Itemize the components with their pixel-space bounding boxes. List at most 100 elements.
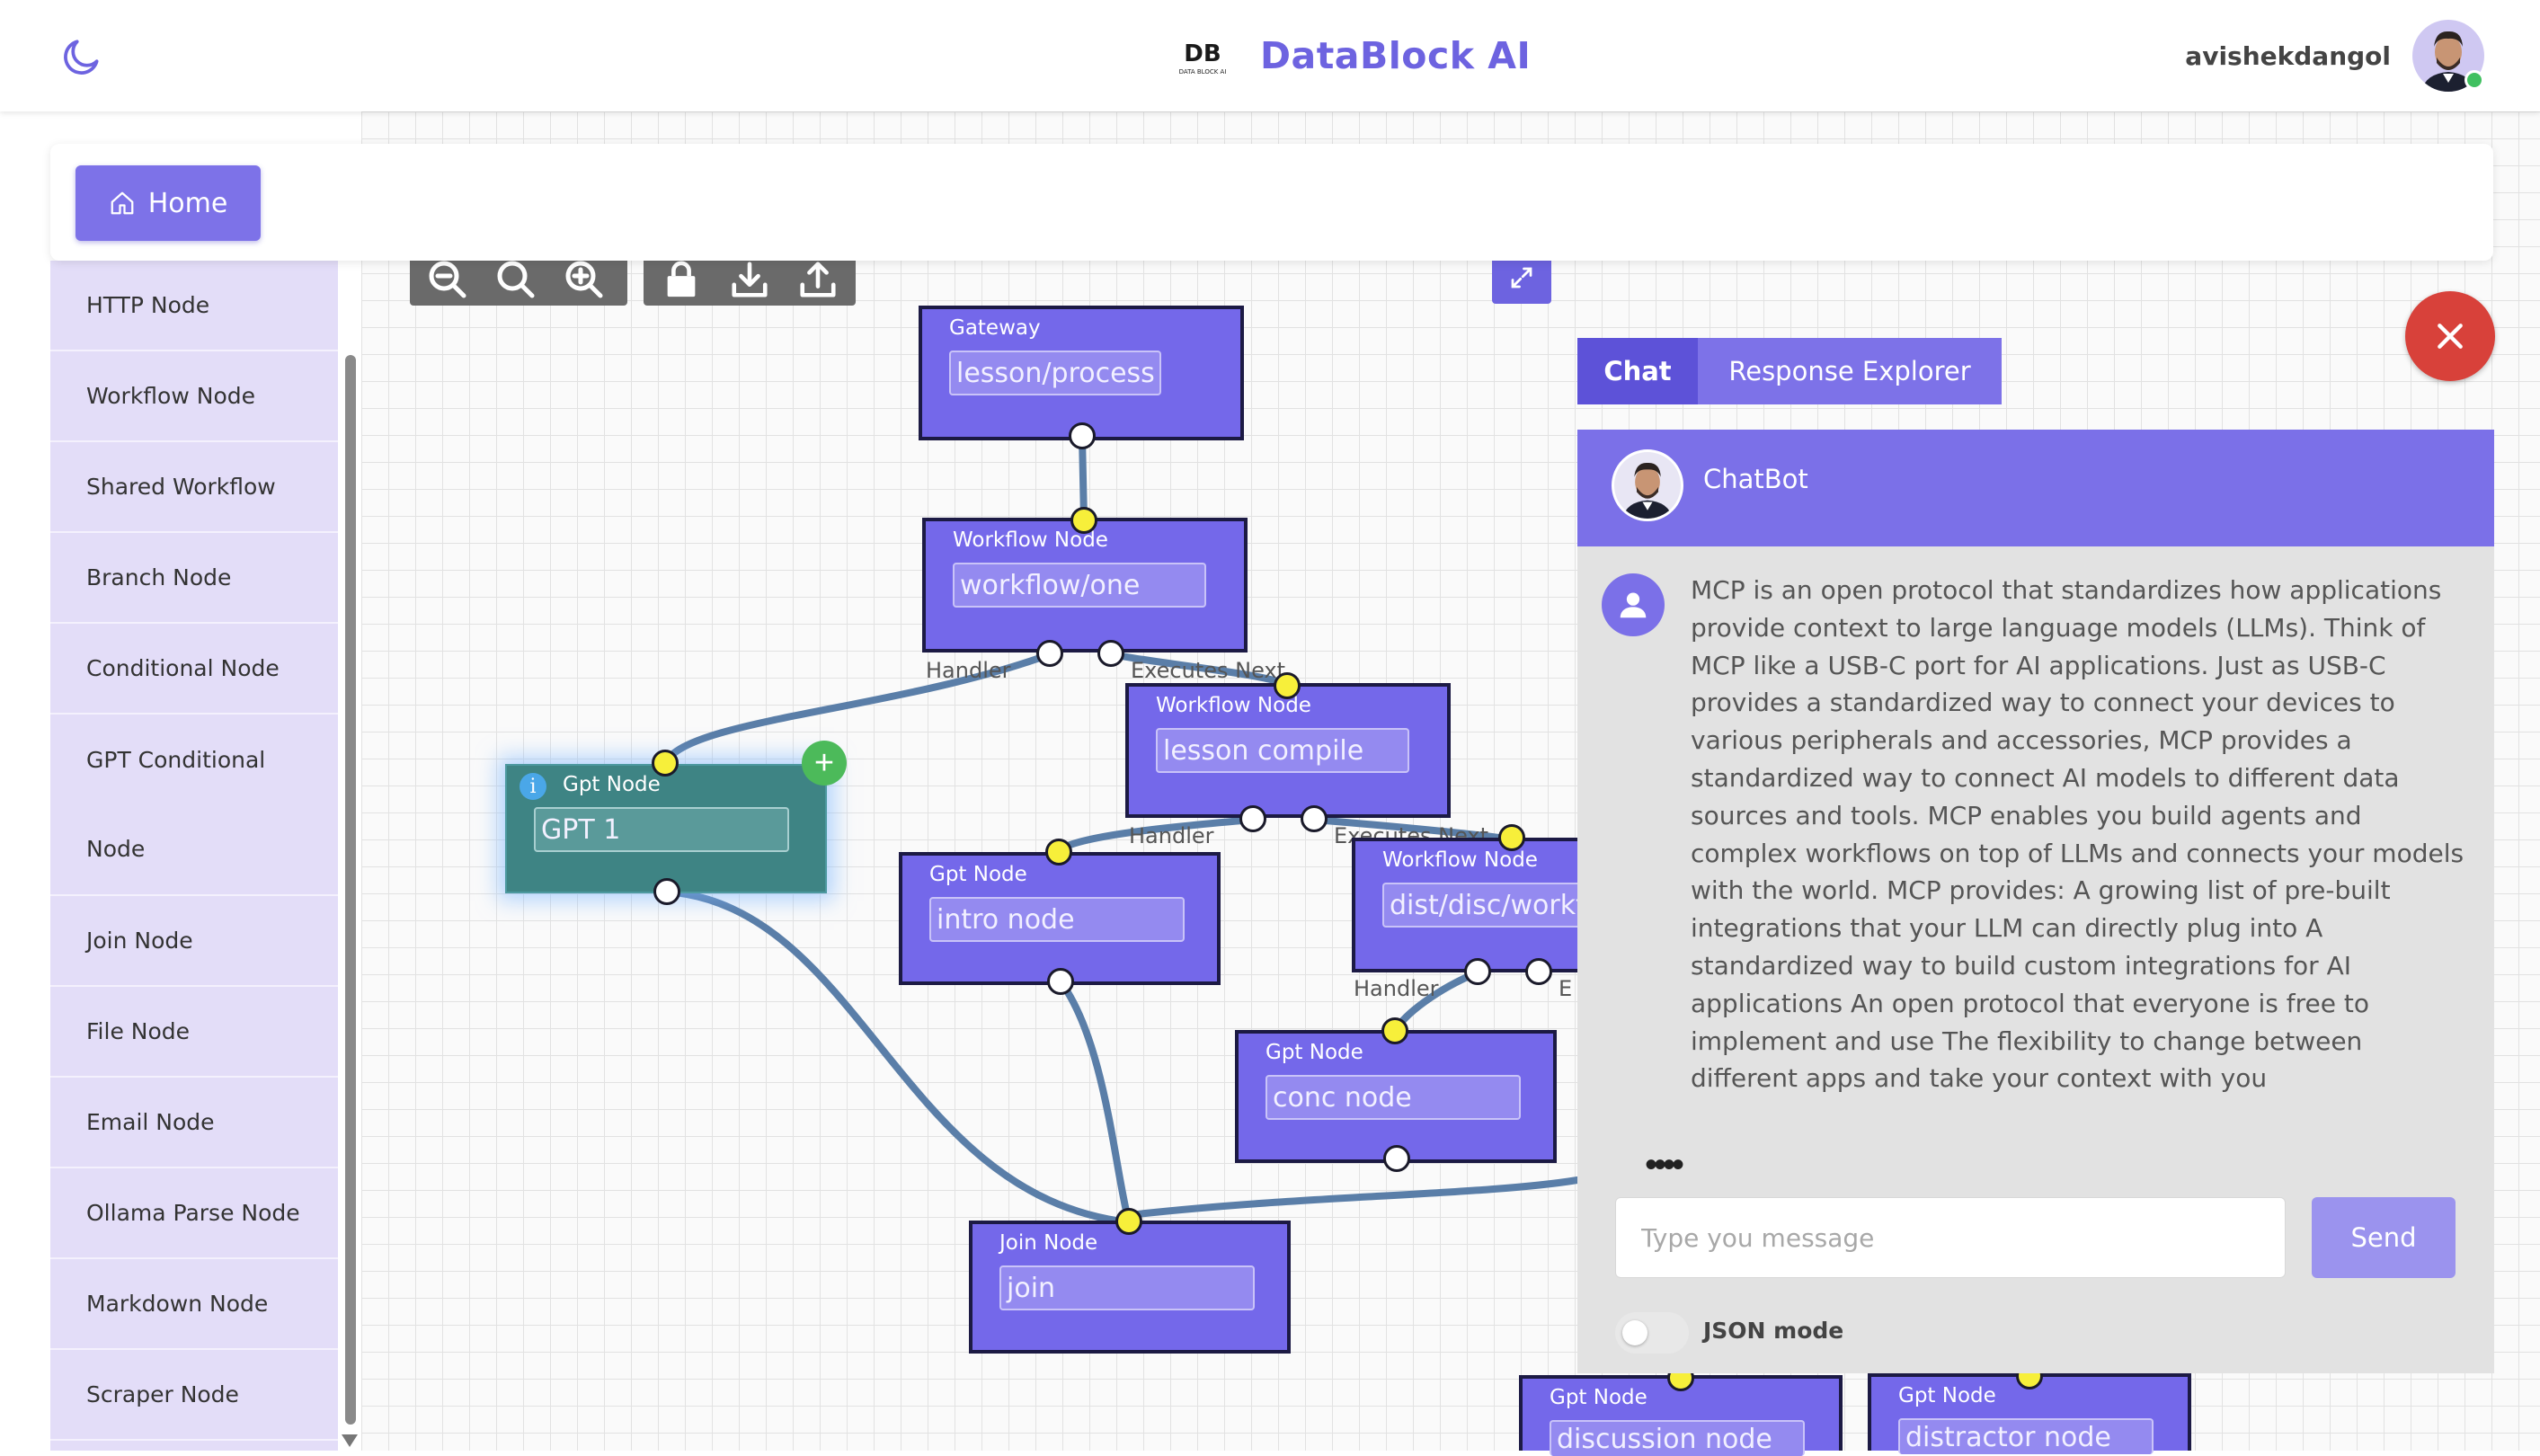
chat-tabs: Chat Response Explorer — [1577, 338, 2002, 404]
node-title: Workflow Node — [1382, 848, 1538, 872]
download-icon — [732, 262, 768, 297]
brand[interactable]: DB DATA BLOCK AI DataBlock AI — [1168, 27, 1531, 84]
sidebar-item-shared-workflow[interactable]: Shared Workflow — [50, 442, 338, 533]
node-value-input[interactable]: dist/disc/workfl — [1382, 883, 1585, 928]
sidebar-item-label: Scraper Node — [86, 1381, 239, 1407]
node-value-input[interactable]: lesson compile — [1156, 728, 1409, 773]
edge-label-handler: Handler — [926, 658, 1011, 683]
zoom-out-button[interactable] — [422, 254, 473, 305]
gpt-node-intro[interactable]: Gpt Node intro node — [899, 852, 1221, 985]
sidebar-item-label: Shared Workflow — [86, 474, 276, 500]
node-value-input[interactable]: conc node — [1266, 1075, 1521, 1120]
dark-mode-moon-icon[interactable] — [59, 34, 104, 79]
toggle-knob — [1622, 1320, 1647, 1345]
port-input[interactable] — [1070, 507, 1097, 534]
app-title: DataBlock AI — [1260, 34, 1532, 77]
send-button[interactable]: Send — [2312, 1197, 2456, 1278]
port-input[interactable] — [1115, 1208, 1142, 1235]
node-value-input[interactable]: workflow/one — [953, 563, 1206, 608]
info-icon[interactable]: i — [520, 773, 546, 800]
sidebar-item-http-node[interactable]: HTTP Node — [50, 261, 338, 351]
home-icon — [111, 191, 134, 215]
port-executes-next[interactable] — [1525, 958, 1552, 985]
tab-chat[interactable]: Chat — [1577, 338, 1698, 404]
sidebar-item-label: Email Node — [86, 1109, 215, 1135]
add-node-plus-icon[interactable]: + — [802, 741, 847, 786]
port-output[interactable] — [1383, 1145, 1410, 1172]
message-input[interactable] — [1615, 1197, 2286, 1278]
node-value-input[interactable]: distractor node — [1898, 1418, 2154, 1454]
sidebar-scrollbar[interactable] — [338, 261, 361, 1451]
workflow-node-lesson-compile[interactable]: Workflow Node lesson compile — [1125, 683, 1451, 818]
sidebar-item-ollama-parse-node[interactable]: Ollama Parse Node — [50, 1168, 338, 1259]
download-button[interactable] — [724, 254, 775, 305]
zoom-in-button[interactable] — [559, 254, 609, 305]
chat-header: ChatBot — [1577, 430, 2494, 546]
sidebar-item-label: File Node — [86, 1018, 191, 1044]
svg-text:DATA BLOCK AI: DATA BLOCK AI — [1179, 68, 1227, 75]
port-output[interactable] — [653, 878, 680, 905]
node-value-input[interactable]: discussion node — [1550, 1420, 1805, 1456]
json-mode-toggle[interactable] — [1615, 1312, 1689, 1354]
sidebar-item-gpt-conditional-node[interactable]: GPT Conditional Node — [50, 715, 338, 896]
sidebar-item-label: Workflow Node — [86, 383, 255, 409]
typing-indicator: •••• — [1645, 1145, 1684, 1185]
node-title: Gpt Node — [563, 773, 661, 796]
node-title: Gpt Node — [1266, 1041, 1363, 1064]
node-value-input[interactable]: lesson/process — [949, 351, 1161, 395]
port-executes-next[interactable] — [1301, 805, 1328, 832]
join-node[interactable]: Join Node join — [969, 1221, 1291, 1354]
node-value-input[interactable]: join — [999, 1265, 1255, 1310]
node-value-input[interactable]: GPT 1 — [534, 807, 789, 852]
zoom-fit-button[interactable] — [491, 254, 541, 305]
gpt-node-gpt1[interactable]: i Gpt Node GPT 1 — [505, 764, 827, 893]
port-handler[interactable] — [1239, 805, 1266, 832]
port-input[interactable] — [1274, 672, 1301, 699]
sidebar-item-join-node[interactable]: Join Node — [50, 896, 338, 987]
upload-button[interactable] — [793, 254, 843, 305]
gateway-node[interactable]: Gateway lesson/process — [919, 306, 1244, 440]
gpt-node-discussion[interactable]: Gpt Node discussion node — [1519, 1375, 1843, 1456]
user-menu[interactable]: avishekdangol — [2185, 20, 2484, 92]
node-value-input[interactable]: intro node — [929, 897, 1185, 942]
user-avatar[interactable] — [2412, 20, 2484, 92]
port-input[interactable] — [1381, 1017, 1408, 1044]
sidebar-item-label: Join Node — [86, 928, 193, 954]
sidebar-item-conditional-node[interactable]: Conditional Node — [50, 624, 338, 715]
close-chat-button[interactable] — [2405, 291, 2495, 381]
edge-label-executes-next: E — [1559, 976, 1573, 1001]
expand-icon — [1511, 267, 1532, 289]
port-output[interactable] — [1047, 968, 1074, 995]
sidebar-item-markdown-node[interactable]: Markdown Node — [50, 1259, 338, 1350]
close-icon — [2438, 324, 2463, 349]
chatbot-avatar — [1612, 449, 1683, 521]
port-input[interactable] — [652, 750, 679, 777]
sidebar-item-scraper-node[interactable]: Scraper Node — [50, 1350, 338, 1441]
node-palette-sidebar: HTTP Node Workflow Node Shared Workflow … — [50, 261, 338, 1451]
port-handler[interactable] — [1464, 958, 1491, 985]
tab-response-explorer[interactable]: Response Explorer — [1698, 338, 2002, 404]
sidebar-item-branch-node[interactable]: Branch Node — [50, 533, 338, 624]
node-title: Gpt Node — [1550, 1386, 1647, 1409]
scrollbar-thumb[interactable] — [345, 355, 356, 1425]
canvas-actions-toolbar — [644, 253, 856, 306]
port-executes-next[interactable] — [1097, 640, 1124, 667]
sidebar-item-label: HTTP Node — [86, 292, 210, 318]
port-handler[interactable] — [1036, 640, 1063, 667]
scroll-down-arrow-icon[interactable] — [342, 1434, 358, 1447]
port-input[interactable] — [1045, 839, 1072, 866]
sidebar-item-email-node[interactable]: Email Node — [50, 1078, 338, 1168]
sidebar-item-workflow-node[interactable]: Workflow Node — [50, 351, 338, 442]
json-mode-label: JSON mode — [1703, 1318, 1844, 1344]
port-input[interactable] — [1498, 824, 1525, 851]
port-output[interactable] — [1069, 422, 1096, 449]
home-label: Home — [147, 187, 228, 219]
home-button[interactable]: Home — [75, 165, 261, 241]
sidebar-item-label-line2: Node — [86, 836, 146, 862]
workflow-node-dist[interactable]: Workflow Node dist/disc/workfl — [1352, 838, 1585, 972]
sidebar-item-file-node[interactable]: File Node — [50, 987, 338, 1078]
lock-button[interactable] — [656, 254, 706, 305]
sidebar-item-label: Branch Node — [86, 564, 232, 590]
workflow-node-one[interactable]: Workflow Node workflow/one — [922, 518, 1248, 653]
gpt-node-conc[interactable]: Gpt Node conc node — [1235, 1030, 1557, 1163]
